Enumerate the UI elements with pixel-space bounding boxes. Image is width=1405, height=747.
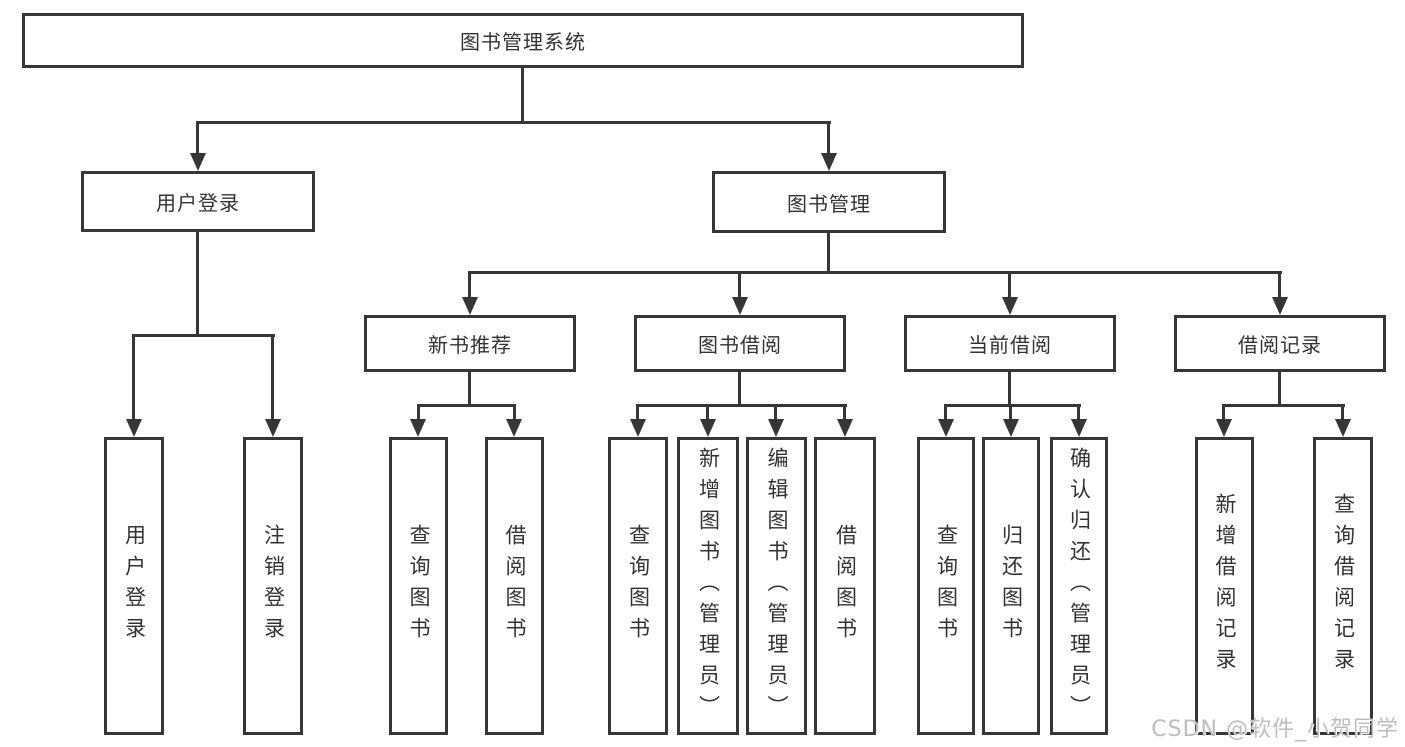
arrow-down-icon bbox=[1216, 419, 1232, 437]
connector-hline bbox=[1222, 404, 1345, 407]
connector-hline bbox=[417, 404, 516, 407]
arrow-down-icon bbox=[1335, 419, 1351, 437]
node-query-books-2: 查询图书 bbox=[608, 437, 668, 735]
connector-vline bbox=[1077, 404, 1080, 422]
node-user-login-branch: 用户登录 bbox=[81, 171, 315, 232]
connector-vline bbox=[636, 404, 639, 422]
arrow-down-icon bbox=[630, 419, 646, 437]
connector-vline bbox=[843, 404, 846, 422]
connector-hline bbox=[132, 334, 275, 337]
node-book-management-branch: 图书管理 bbox=[712, 171, 946, 233]
connector-vline bbox=[738, 271, 741, 299]
connector-vline bbox=[271, 334, 274, 421]
node-user-login-leaf: 用户登录 bbox=[104, 437, 164, 735]
node-query-borrow-record: 查询借阅记录 bbox=[1313, 437, 1373, 735]
arrow-down-icon bbox=[1272, 297, 1288, 315]
node-query-books-1: 查询图书 bbox=[389, 437, 448, 735]
csdn-watermark: CSDN @软件_小贺同学 bbox=[1151, 717, 1399, 742]
connector-vline bbox=[196, 232, 199, 336]
connector-hline bbox=[636, 404, 847, 407]
arrow-down-icon bbox=[1071, 419, 1087, 437]
connector-hline bbox=[468, 271, 1282, 274]
connector-vline bbox=[417, 404, 420, 422]
connector-vline bbox=[196, 121, 199, 158]
arrow-down-icon bbox=[410, 419, 426, 437]
arrow-down-icon bbox=[506, 419, 522, 437]
connector-vline bbox=[1341, 404, 1344, 422]
node-borrowing-records: 借阅记录 bbox=[1174, 315, 1386, 372]
node-library-management-system: 图书管理系统 bbox=[22, 13, 1024, 68]
connector-vline bbox=[468, 372, 471, 406]
connector-vline bbox=[827, 233, 830, 274]
node-add-book-admin: 新增图书（管理员） bbox=[677, 437, 739, 735]
connector-vline bbox=[1278, 271, 1281, 299]
arrow-down-icon bbox=[265, 419, 281, 437]
node-new-book-recommendation: 新书推荐 bbox=[364, 315, 576, 372]
node-add-borrow-record: 新增借阅记录 bbox=[1195, 437, 1254, 735]
node-book-borrowing: 图书借阅 bbox=[634, 315, 846, 372]
node-borrow-books-1: 借阅图书 bbox=[485, 437, 544, 735]
arrow-down-icon bbox=[700, 419, 716, 437]
arrow-down-icon bbox=[462, 297, 478, 315]
arrow-down-icon bbox=[821, 153, 837, 171]
connector-vline bbox=[1278, 372, 1281, 406]
connector-vline bbox=[774, 404, 777, 422]
connector-vline bbox=[1009, 404, 1012, 422]
node-logout-leaf: 注销登录 bbox=[243, 437, 303, 735]
connector-vline bbox=[706, 404, 709, 422]
arrow-down-icon bbox=[1003, 419, 1019, 437]
arrow-down-icon bbox=[190, 153, 206, 171]
arrow-down-icon bbox=[732, 297, 748, 315]
connector-vline bbox=[1008, 271, 1011, 299]
arrow-down-icon bbox=[938, 419, 954, 437]
arrow-down-icon bbox=[837, 419, 853, 437]
arrow-down-icon bbox=[1002, 297, 1018, 315]
connector-vline bbox=[132, 334, 135, 421]
connector-vline bbox=[827, 121, 830, 158]
arrow-down-icon bbox=[768, 419, 784, 437]
connector-hline bbox=[196, 121, 831, 124]
connector-vline bbox=[468, 271, 471, 299]
node-return-books: 归还图书 bbox=[982, 437, 1040, 735]
node-query-books-3: 查询图书 bbox=[917, 437, 975, 735]
connector-hline bbox=[944, 404, 1081, 407]
node-borrow-books-2: 借阅图书 bbox=[814, 437, 876, 735]
arrow-down-icon bbox=[126, 419, 142, 437]
node-current-borrowing: 当前借阅 bbox=[904, 315, 1116, 372]
connector-vline bbox=[1222, 404, 1225, 422]
connector-vline bbox=[738, 372, 741, 406]
node-confirm-return-admin: 确认归还（管理员） bbox=[1050, 437, 1108, 735]
connector-vline bbox=[944, 404, 947, 422]
connector-vline bbox=[521, 68, 524, 124]
connector-vline bbox=[1008, 372, 1011, 406]
node-edit-book-admin: 编辑图书（管理员） bbox=[746, 437, 807, 735]
connector-vline bbox=[513, 404, 516, 422]
